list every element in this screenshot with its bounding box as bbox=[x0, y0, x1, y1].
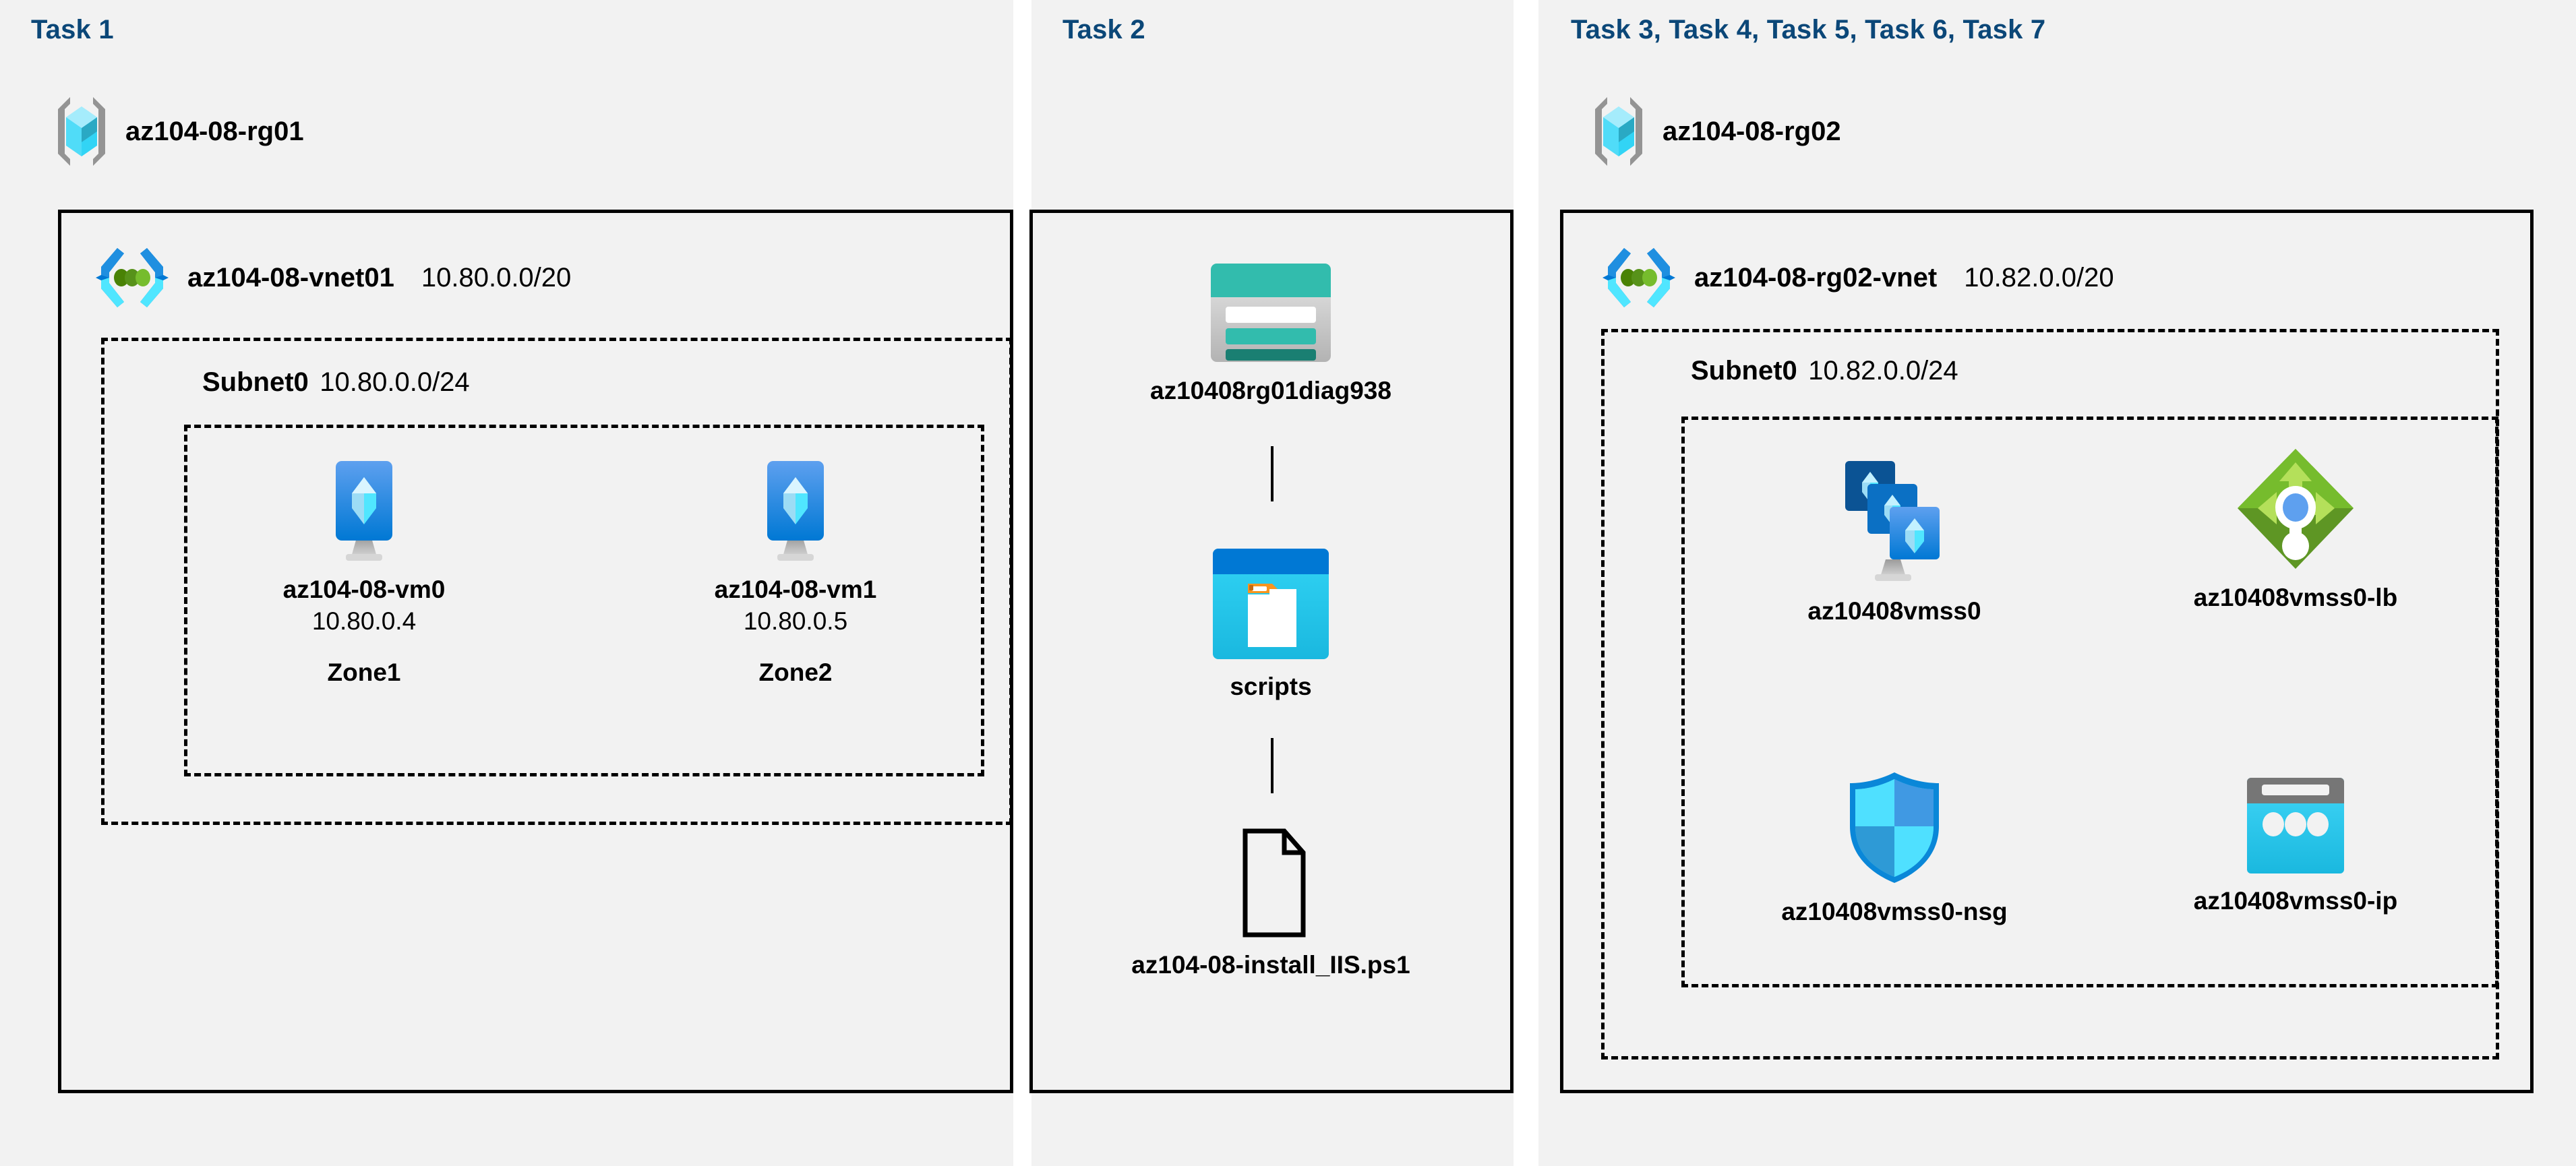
blob-container-node: scripts bbox=[1149, 546, 1392, 702]
virtual-network-icon bbox=[94, 244, 170, 311]
task1-subnet-box bbox=[101, 338, 1013, 825]
file-name: az104-08-install_IIS.ps1 bbox=[1131, 951, 1410, 979]
task3-vnet: az104-08-rg02-vnet 10.82.0.0/20 bbox=[1601, 244, 2114, 311]
task3-subnet: Subnet0 10.82.0.0/24 bbox=[1691, 356, 1958, 386]
task3-subnet-name: Subnet0 bbox=[1691, 356, 1797, 386]
connector-storage-to-scripts bbox=[1271, 446, 1274, 501]
vm-scale-set-icon bbox=[1830, 452, 1958, 586]
file-icon bbox=[1224, 826, 1318, 940]
task3-resource-group-box bbox=[1681, 417, 2498, 987]
task3-vnet-name: az104-08-rg02-vnet bbox=[1694, 262, 1938, 293]
blob-container-icon bbox=[1210, 546, 1331, 662]
task1-label: Task 1 bbox=[31, 15, 114, 44]
task1-vnet-name: az104-08-vnet01 bbox=[187, 262, 394, 293]
virtual-machine-icon bbox=[327, 458, 401, 565]
vm-node-1: az104-08-vm1 10.80.0.5 Zone2 bbox=[688, 458, 903, 687]
task1-resource-group-name: az104-08-rg01 bbox=[125, 116, 304, 146]
blob-container-name: scripts bbox=[1230, 673, 1312, 700]
task2-label: Task 2 bbox=[1062, 15, 1145, 44]
task1-vnet: az104-08-vnet01 10.80.0.0/20 bbox=[94, 244, 571, 311]
vm-node-0-name: az104-08-vm0 bbox=[282, 576, 446, 603]
resource-group-icon bbox=[53, 94, 111, 168]
resource-group-icon bbox=[1590, 94, 1648, 168]
vm-node-0-ip: 10.80.0.4 bbox=[311, 607, 417, 635]
task3-resource-group-name: az104-08-rg02 bbox=[1663, 116, 1841, 146]
task3-subnet-cidr: 10.82.0.0/24 bbox=[1808, 356, 1958, 386]
public-ip-name: az10408vmss0-ip bbox=[2193, 887, 2398, 915]
virtual-network-icon bbox=[1601, 244, 1677, 311]
vm-node-0-zone: Zone1 bbox=[327, 658, 401, 686]
task3-resource-group: az104-08-rg02 bbox=[1590, 94, 1841, 168]
panel-task1 bbox=[0, 0, 1013, 1166]
connector-scripts-to-file bbox=[1271, 738, 1274, 793]
nsg-node: az10408vmss0-nsg bbox=[1753, 768, 2036, 927]
task1-vm-group-box bbox=[184, 425, 984, 776]
task1-vnet-cidr: 10.80.0.0/20 bbox=[421, 262, 572, 293]
task1-resource-group: az104-08-rg01 bbox=[53, 94, 304, 168]
load-balancer-icon bbox=[2235, 445, 2356, 573]
task3-vnet-cidr: 10.82.0.0/20 bbox=[1964, 262, 2114, 293]
public-ip-address-icon bbox=[2243, 775, 2348, 876]
nsg-name: az10408vmss0-nsg bbox=[1781, 898, 2008, 925]
storage-account-name: az10408rg01diag938 bbox=[1150, 377, 1391, 404]
task2-container-box bbox=[1029, 210, 1514, 1093]
task1-subnet-cidr: 10.80.0.0/24 bbox=[320, 367, 470, 397]
task1-subnet-name: Subnet0 bbox=[202, 367, 309, 397]
load-balancer-node: az10408vmss0-lb bbox=[2154, 445, 2437, 613]
storage-account-icon bbox=[1208, 259, 1334, 366]
file-node: az104-08-install_IIS.ps1 bbox=[1072, 826, 1470, 980]
task3-vnet-box bbox=[1560, 210, 2534, 1093]
load-balancer-name: az10408vmss0-lb bbox=[2193, 584, 2398, 611]
vmss-node: az10408vmss0 bbox=[1753, 452, 2036, 626]
vm-node-0: az104-08-vm0 10.80.0.4 Zone1 bbox=[256, 458, 472, 687]
virtual-machine-icon bbox=[758, 458, 833, 565]
task1-subnet: Subnet0 10.80.0.0/24 bbox=[202, 367, 470, 398]
public-ip-node: az10408vmss0-ip bbox=[2154, 775, 2437, 916]
vmss-name: az10408vmss0 bbox=[1807, 597, 1981, 625]
task3-label: Task 3, Task 4, Task 5, Task 6, Task 7 bbox=[1571, 15, 2046, 44]
vm-node-1-name: az104-08-vm1 bbox=[714, 576, 877, 603]
network-security-group-icon bbox=[1840, 768, 1948, 887]
storage-account-node: az10408rg01diag938 bbox=[1109, 259, 1433, 406]
vm-node-1-zone: Zone2 bbox=[758, 658, 833, 686]
vm-node-1-ip: 10.80.0.5 bbox=[743, 607, 848, 635]
panel-task3 bbox=[1538, 0, 2576, 1166]
